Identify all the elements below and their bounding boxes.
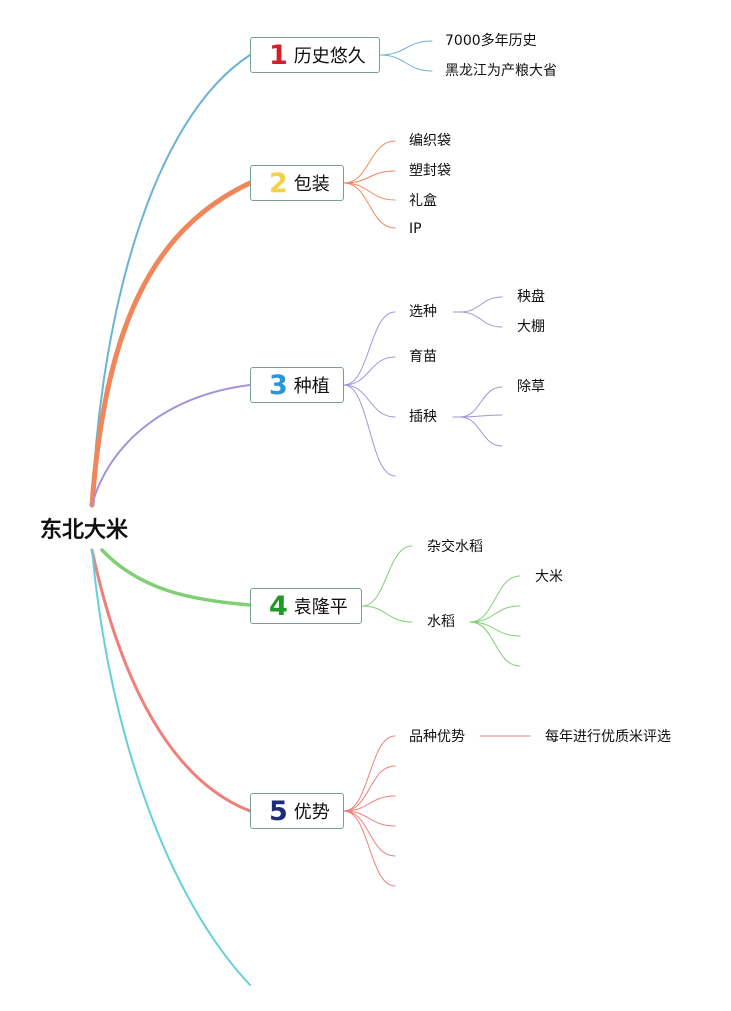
- leaf-seed-selection[interactable]: 选种: [409, 304, 437, 320]
- sub-4b-link-1: [469, 605, 521, 623]
- number-4-icon: 4: [269, 590, 288, 622]
- branch-2-link-2: [343, 182, 396, 201]
- branch-2-link-3: [343, 182, 396, 229]
- branch-1-label: 历史悠久: [293, 46, 366, 67]
- sub-3c-link-2: [459, 416, 503, 447]
- branch-2-topic[interactable]: 2 包装: [250, 165, 344, 201]
- main-branch-3: [91, 384, 251, 506]
- main-branch-2: [89, 180, 253, 508]
- branch-5-link-1: [343, 765, 396, 812]
- branch-4-label: 袁隆平: [293, 597, 348, 618]
- branch-3-link-2: [343, 384, 396, 418]
- leaf-weeding[interactable]: 除草: [517, 379, 545, 395]
- leaf-raising-seedlings[interactable]: 育苗: [409, 349, 437, 365]
- branch-3-link-3: [343, 384, 396, 477]
- branch-4-link-1: [361, 605, 413, 623]
- branch-3-link-0: [343, 311, 396, 386]
- main-branch-5: [90, 548, 252, 813]
- branch-2-link-0: [343, 140, 396, 184]
- branch-2-label: 包装: [293, 174, 330, 195]
- branch-5-link-5: [343, 810, 396, 887]
- leaf-seedling-tray[interactable]: 秧盘: [517, 289, 545, 305]
- leaf-rice-paddy[interactable]: 水稻: [427, 614, 455, 630]
- branch-3-topic[interactable]: 3 种植: [250, 367, 344, 403]
- branch-5-topic[interactable]: 5 优势: [250, 793, 344, 829]
- sub-3a-link-1: [459, 311, 503, 328]
- number-2-icon: 2: [269, 167, 288, 199]
- sub-4b-link-2: [469, 621, 521, 637]
- leaf-heilongjiang[interactable]: 黑龙江为产粮大省: [445, 63, 557, 79]
- leaf-variety-advantage[interactable]: 品种优势: [409, 729, 465, 745]
- number-1-icon: 1: [269, 39, 288, 71]
- branch-1-topic[interactable]: 1 历史悠久: [250, 37, 380, 73]
- leaf-transplanting[interactable]: 插秧: [409, 409, 437, 425]
- leaf-hybrid-rice[interactable]: 杂交水稻: [427, 539, 483, 555]
- leaf-woven-bag[interactable]: 编织袋: [409, 133, 451, 149]
- branch-3-label: 种植: [293, 376, 330, 397]
- number-5-icon: 5: [269, 795, 288, 827]
- branch-2-link-1: [343, 170, 396, 184]
- root-topic[interactable]: 东北大米: [40, 518, 129, 543]
- main-branch-1: [91, 54, 251, 506]
- leaf-annual-selection[interactable]: 每年进行优质米评选: [545, 729, 671, 745]
- branch-5-link-2: [343, 795, 396, 812]
- branch-3-link-1: [343, 356, 396, 386]
- leaf-7000-years[interactable]: 7000多年历史: [445, 33, 537, 49]
- sub-3c-link-0: [459, 386, 503, 418]
- branch-1-link-a: [379, 40, 433, 56]
- leaf-gift-box[interactable]: 礼盒: [409, 193, 437, 209]
- branch-5-link-4: [343, 810, 396, 857]
- leaf-rice[interactable]: 大米: [535, 569, 563, 585]
- branch-1-link-b: [379, 54, 433, 72]
- sub-4b-link-0: [469, 575, 521, 623]
- number-3-icon: 3: [269, 369, 288, 401]
- branch-4-topic[interactable]: 4 袁隆平: [250, 588, 362, 624]
- branch-5-link-3: [343, 810, 396, 827]
- main-branch-6: [91, 549, 251, 986]
- leaf-ip[interactable]: IP: [409, 221, 422, 237]
- main-branch-4: [100, 548, 252, 607]
- leaf-greenhouse[interactable]: 大棚: [517, 319, 545, 335]
- sub-3c-link-1: [459, 414, 503, 418]
- branch-5-link-0: [343, 735, 396, 812]
- branch-4-link-0: [361, 545, 413, 607]
- branch-5-label: 优势: [293, 802, 330, 823]
- leaf-plastic-bag[interactable]: 塑封袋: [409, 163, 451, 179]
- sub-3a-link-0: [459, 296, 503, 313]
- sub-4b-link-3: [469, 621, 521, 667]
